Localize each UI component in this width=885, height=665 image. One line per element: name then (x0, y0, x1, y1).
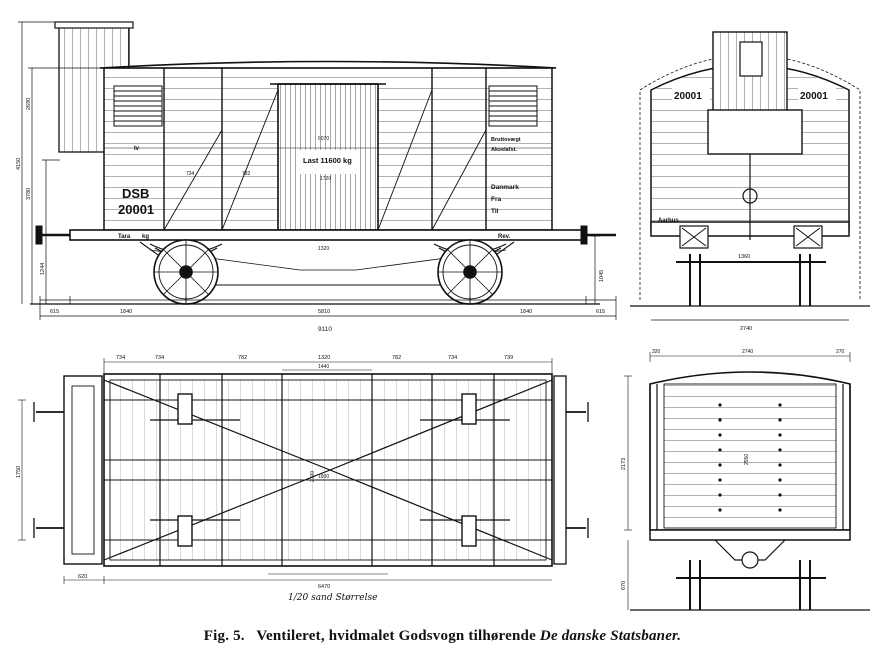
plan-top-6: 739 (504, 355, 513, 361)
dim-height-body: 3780 (26, 188, 32, 200)
buffer-left (35, 225, 43, 245)
caption-fig: Fig. 5. (203, 628, 245, 644)
dim-wheel-right: 1840 (520, 309, 532, 315)
tara-label: Tara (118, 234, 131, 240)
load-capacity: Last 11600 kg (303, 156, 352, 165)
plan-labels: 734 734 782 1320 782 734 739 1440 6470 6… (16, 355, 513, 603)
dim-panel-c: 1320 (318, 246, 329, 252)
dim-panel-b: 782 (242, 171, 251, 177)
tara-unit: kg (142, 234, 149, 240)
section-labels: 320 2740 270 2173 2550 670 (621, 349, 845, 590)
caption-text: Ventileret, hvidmalet Godsvogn tilhørend… (256, 628, 536, 644)
scale-note: 1/20 sand Størrelse (288, 593, 377, 603)
figure-caption: Fig. 5. Ventileret, hvidmalet Godsvogn t… (0, 628, 885, 645)
end-dim-width: 2740 (740, 326, 752, 332)
dim-door-height: 1720 (320, 176, 331, 182)
dim-height-frame: 1244 (40, 263, 46, 275)
buffer-right (580, 225, 588, 245)
wagon-number: 20001 (118, 202, 154, 217)
inscription-4: Til (491, 208, 499, 215)
end-dim-bottom: 1360 (738, 254, 750, 260)
plan-crossbar: 1600 (318, 474, 329, 480)
dim-height-buffer: 1045 (599, 270, 605, 282)
iv-label: Iv (134, 146, 140, 152)
inscription-1: Akselafst. (491, 147, 517, 153)
end-number-right: 20001 (800, 91, 828, 102)
plan-width: 1750 (16, 466, 22, 478)
dim-buffer-left: 615 (50, 309, 59, 315)
side-elevation (18, 21, 617, 320)
end-inscriptions: 20001 20001 Aarhus 2740 1360 (658, 91, 828, 332)
caption-owner: De danske Statsbaner. (539, 628, 682, 644)
section-top-2: 270 (836, 349, 845, 355)
plan-view (18, 358, 589, 584)
section-top-1: 2740 (742, 349, 753, 355)
plan-inner: 1440 (318, 364, 329, 370)
cross-section (624, 352, 870, 611)
plan-centre: 2700 (310, 471, 316, 482)
plan-overhang: 620 (78, 574, 87, 580)
dim-total-length: 9110 (318, 326, 332, 333)
dim-door-width: 6070 (318, 136, 329, 142)
plan-top-5: 734 (448, 355, 457, 361)
inscription-2: Danmark (491, 184, 519, 191)
end-number-left: 20001 (674, 91, 702, 102)
plan-top-3: 1320 (318, 355, 330, 361)
end-elevation (630, 31, 870, 321)
dim-panel-a: 734 (186, 171, 195, 177)
section-base: 670 (621, 581, 627, 590)
section-top-0: 320 (652, 349, 661, 355)
dim-buffer-right: 615 (596, 309, 605, 315)
plan-top-2: 782 (238, 355, 247, 361)
dim-height-roof: 2690 (26, 98, 32, 110)
plan-top-4: 782 (392, 355, 401, 361)
rev-label: Rev. (498, 234, 511, 240)
plan-top-0: 734 (116, 355, 125, 361)
section-inner: 2550 (744, 454, 750, 465)
end-destination: Aarhus (658, 218, 679, 224)
inscription-0: Bruttovægt (491, 137, 521, 143)
side-inscriptions: DSB 20001 Last 11600 kg Bruttovægt Aksel… (16, 98, 605, 333)
dim-wheel-left: 1840 (120, 309, 132, 315)
dim-wheelbase: 5810 (318, 309, 330, 315)
plan-top-1: 734 (155, 355, 164, 361)
inscription-3: Fra (491, 196, 502, 203)
dsb-brand: DSB (122, 186, 149, 201)
dim-height-total: 4150 (16, 158, 22, 170)
section-height: 2173 (621, 458, 627, 470)
plan-length: 6470 (318, 584, 330, 590)
